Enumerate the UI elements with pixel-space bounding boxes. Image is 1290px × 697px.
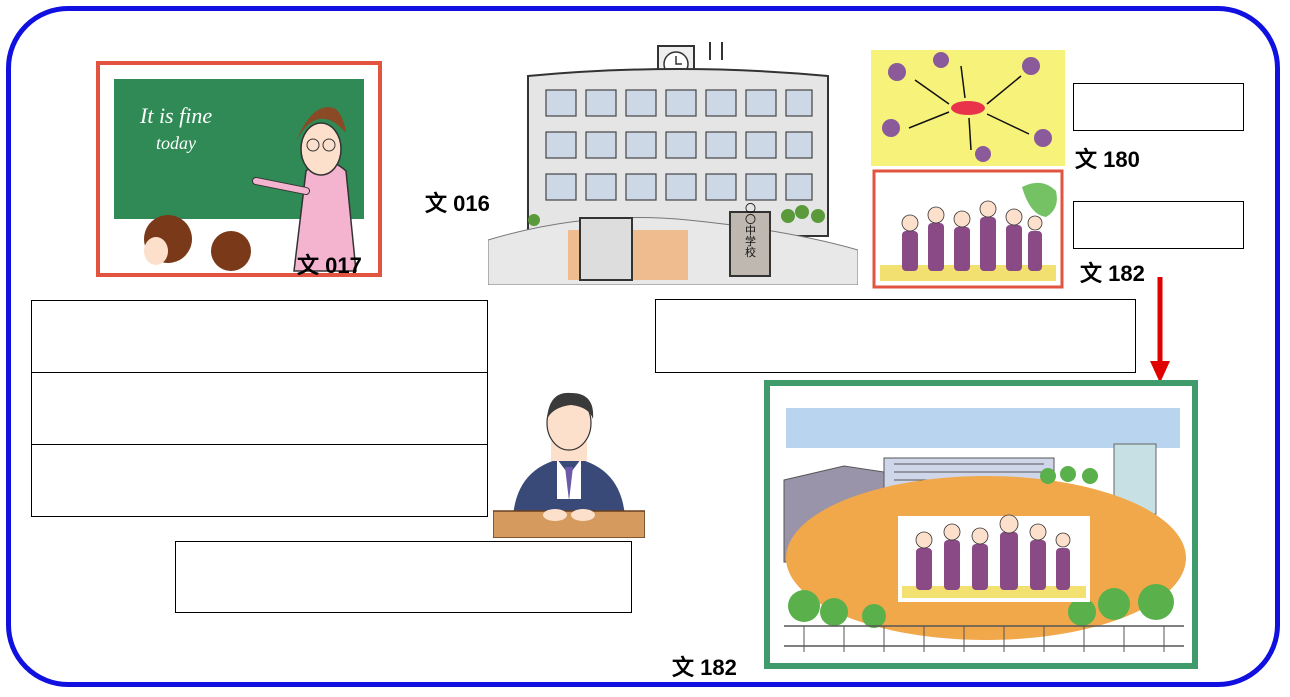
principal-illustration [493, 387, 645, 538]
answer-box-left-1[interactable] [31, 300, 488, 373]
label-students: 文 182 [1080, 261, 1145, 286]
answer-box-students[interactable] [1073, 201, 1244, 249]
school-sign: 〇〇中学校 [744, 202, 757, 258]
answer-box-middle[interactable] [655, 299, 1136, 373]
blackboard-text-line1: It is fine [139, 103, 212, 128]
answer-box-left-3[interactable] [31, 444, 488, 517]
students-lineup-illustration [872, 169, 1064, 289]
schoolyard-illustration [764, 380, 1198, 669]
label-teacher: 文 017 [297, 253, 362, 278]
outer-frame [6, 6, 1280, 687]
teacher-illustration: It is fine today [96, 61, 382, 277]
label-school: 文 016 [425, 191, 490, 216]
label-gathering: 文 180 [1075, 147, 1140, 172]
answer-box-left-2[interactable] [31, 372, 488, 445]
answer-box-gathering[interactable] [1073, 83, 1244, 131]
label-schoolyard: 文 182 [672, 655, 737, 680]
gathering-illustration [871, 50, 1065, 166]
school-building-illustration: 〇〇中学校 [488, 40, 858, 285]
answer-box-bottom[interactable] [175, 541, 632, 613]
blackboard-text-line2: today [156, 133, 196, 153]
red-arrow [1148, 277, 1172, 385]
